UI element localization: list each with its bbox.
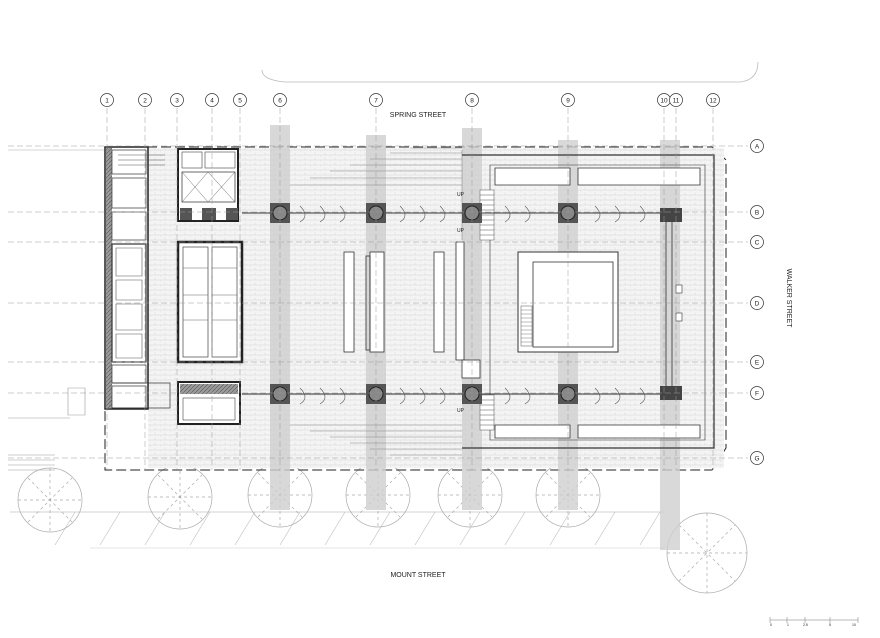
row-grid-bubbles: A B C D E F G [750, 139, 764, 465]
site-boundary [104, 146, 727, 471]
grid-bubble-label: 8 [470, 97, 474, 104]
scale-tick-label: 2.5 [803, 623, 808, 627]
grid-bubble-label: 12 [709, 97, 717, 104]
north-core-block [177, 148, 239, 222]
stair-up-label: UP [457, 192, 465, 198]
row-grid-bubble: C [750, 235, 764, 249]
grid-bubble-label: 2 [143, 97, 147, 104]
row-grid-bubble: G [750, 451, 764, 465]
north-curb-line [261, 61, 759, 83]
walker-street-label: WALKER STREET [785, 269, 792, 329]
spring-street-label: SPRING STREET [390, 112, 447, 119]
column-8f [462, 384, 482, 404]
south-footpath [10, 511, 665, 549]
mount-street-label: MOUNT STREET [390, 572, 446, 579]
central-core-block [176, 240, 244, 364]
column-grid-bubble: 2 [138, 93, 152, 107]
grid-bubble-label: A [755, 143, 760, 150]
stairs-up [479, 189, 495, 431]
beams [242, 212, 660, 395]
west-entry-steps [8, 387, 86, 471]
column-grid-bubble: 4 [205, 93, 219, 107]
column-grid-bubble: 6 [273, 93, 287, 107]
canopy-arcs [299, 205, 646, 405]
grid-lines [8, 108, 748, 470]
column-grid-bubble: 10 [657, 93, 671, 107]
column-7f [366, 384, 386, 404]
scale-bar: 0 1 2.5 5 10 [769, 617, 859, 627]
column-grid-bubble: 8 [465, 93, 479, 107]
grid-bubble-label: 7 [374, 97, 378, 104]
column-grid-bubble: 7 [369, 93, 383, 107]
column-grid-bubble: 11 [669, 93, 683, 107]
grid-bubble-label: C [755, 239, 760, 246]
grid-bubble-label: G [754, 455, 759, 462]
grid-bubble-label: F [755, 390, 759, 397]
row-grid-bubble: A [750, 139, 764, 153]
grid-bubble-label: B [755, 209, 759, 216]
stair-up-label: UP [457, 228, 465, 234]
grid-bubble-label: 10 [660, 97, 668, 104]
stair-up-label: UP [457, 408, 465, 414]
row-grid-bubble: E [750, 355, 764, 369]
scale-tick-label: 5 [829, 623, 831, 627]
south-core-block [177, 381, 241, 425]
plinths [343, 241, 481, 379]
grid-bubble-label: D [755, 300, 760, 307]
column-grid-bubble: 5 [233, 93, 247, 107]
row-grid-bubble: D [750, 296, 764, 310]
row-grid-bubble: F [750, 386, 764, 400]
grid-bubble-label: 9 [566, 97, 570, 104]
scale-tick-label: 10 [852, 623, 856, 627]
grid-bubble-label: 5 [238, 97, 242, 104]
column-6f [270, 384, 290, 404]
column-grid-bubble: 3 [170, 93, 184, 107]
grid-bubble-label: 4 [210, 97, 214, 104]
row-grid-bubble: B [750, 205, 764, 219]
grid-bubble-label: 11 [673, 97, 680, 104]
scale-tick-label: 0 [770, 623, 772, 627]
column-grid-bubble: 9 [561, 93, 575, 107]
column-grid-bubble: 1 [100, 93, 114, 107]
grid-bubble-label: 3 [175, 97, 179, 104]
grid-bubble-label: E [755, 359, 760, 366]
grid-bubble-label: 6 [278, 97, 282, 104]
grid-bubble-label: 1 [105, 97, 109, 104]
scale-tick-label: 1 [787, 623, 789, 627]
column-grid-bubble: 12 [706, 93, 720, 107]
raised-plaza-walls [462, 154, 715, 449]
structural-columns [270, 203, 578, 404]
